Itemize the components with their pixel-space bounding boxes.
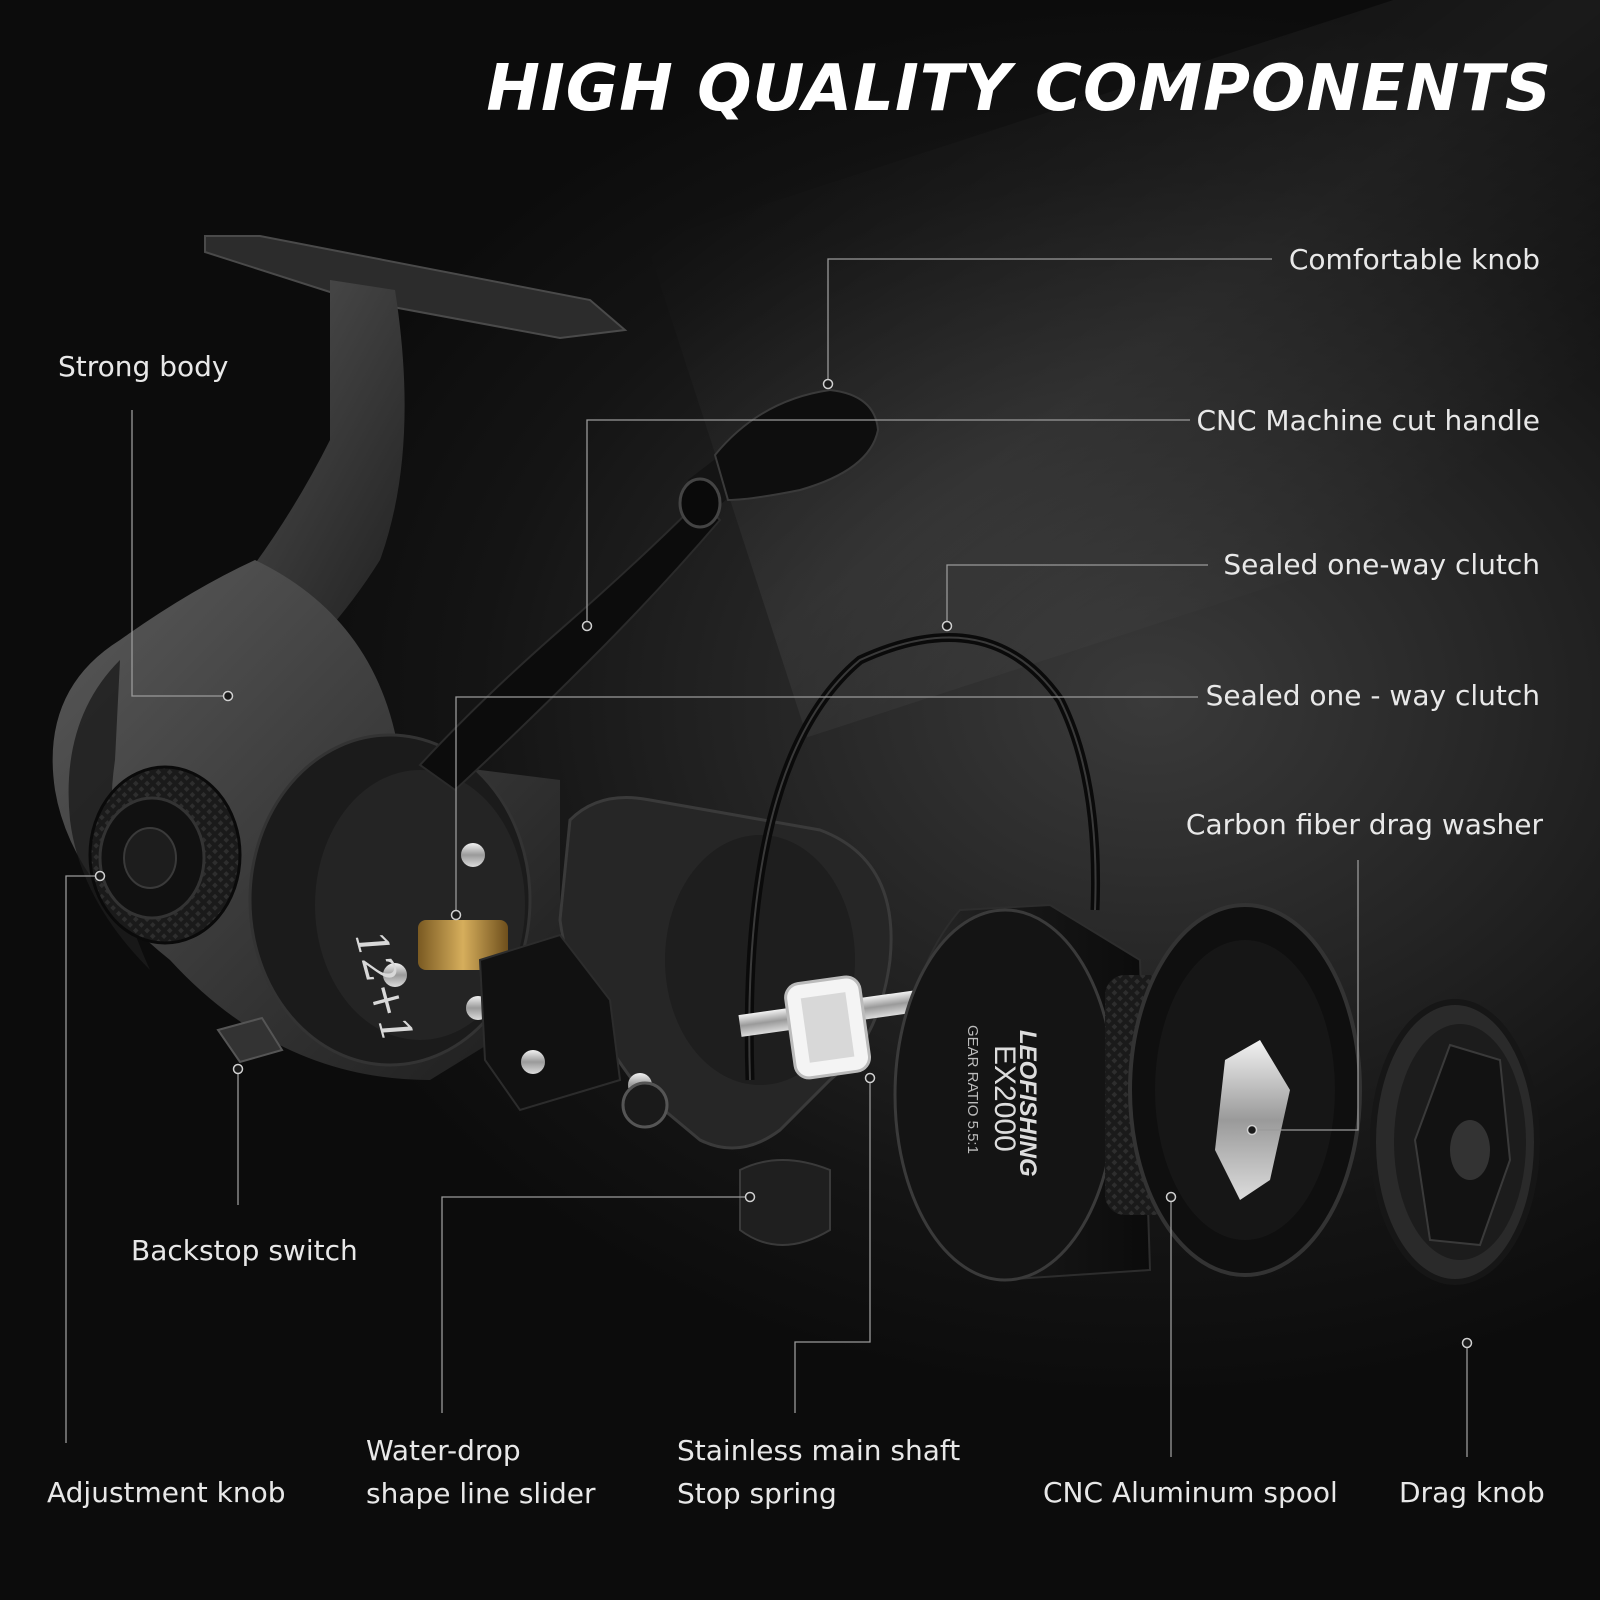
callout-sealed-clutch-2: Sealed one - way clutch xyxy=(1205,679,1540,712)
headline: HIGH QUALITY COMPONENTS xyxy=(486,52,1552,126)
callout-line-slider: Water-drop shape line slider xyxy=(366,1429,626,1515)
callout-comfortable-knob: Comfortable knob xyxy=(1288,243,1540,276)
callout-main-shaft-line1: Stainless main shaft xyxy=(677,1434,961,1467)
callout-strong-body: Strong body xyxy=(58,350,229,383)
callout-carbon-washer: Carbon fiber drag washer xyxy=(1185,808,1543,841)
callout-cnc-handle: CNC Machine cut handle xyxy=(1196,404,1540,437)
callout-aluminum-spool: CNC Aluminum spool xyxy=(1043,1476,1338,1509)
gear-ratio-mark: GEAR RATIO 5.5:1 xyxy=(964,1025,981,1154)
callout-line-slider-line1: Water-drop xyxy=(366,1434,521,1467)
model-mark: EX2000 xyxy=(988,1045,1021,1152)
drag-knob xyxy=(1370,999,1540,1285)
callout-backstop-switch: Backstop switch xyxy=(131,1234,358,1267)
brand-mark: LEOFISHING xyxy=(1014,1030,1041,1177)
callout-stop-spring: Stop spring xyxy=(677,1477,837,1510)
callout-adjustment-knob: Adjustment knob xyxy=(47,1476,286,1509)
callout-main-shaft: Stainless main shaft Stop spring xyxy=(677,1429,977,1515)
callout-line-slider-line2: shape line slider xyxy=(366,1477,596,1510)
spool: LEOFISHING EX2000 GEAR RATIO 5.5:1 xyxy=(893,903,1362,1282)
main-shaft xyxy=(738,975,950,1080)
callout-drag-knob: Drag knob xyxy=(1399,1476,1545,1509)
callout-sealed-clutch-1: Sealed one-way clutch xyxy=(1223,548,1540,581)
